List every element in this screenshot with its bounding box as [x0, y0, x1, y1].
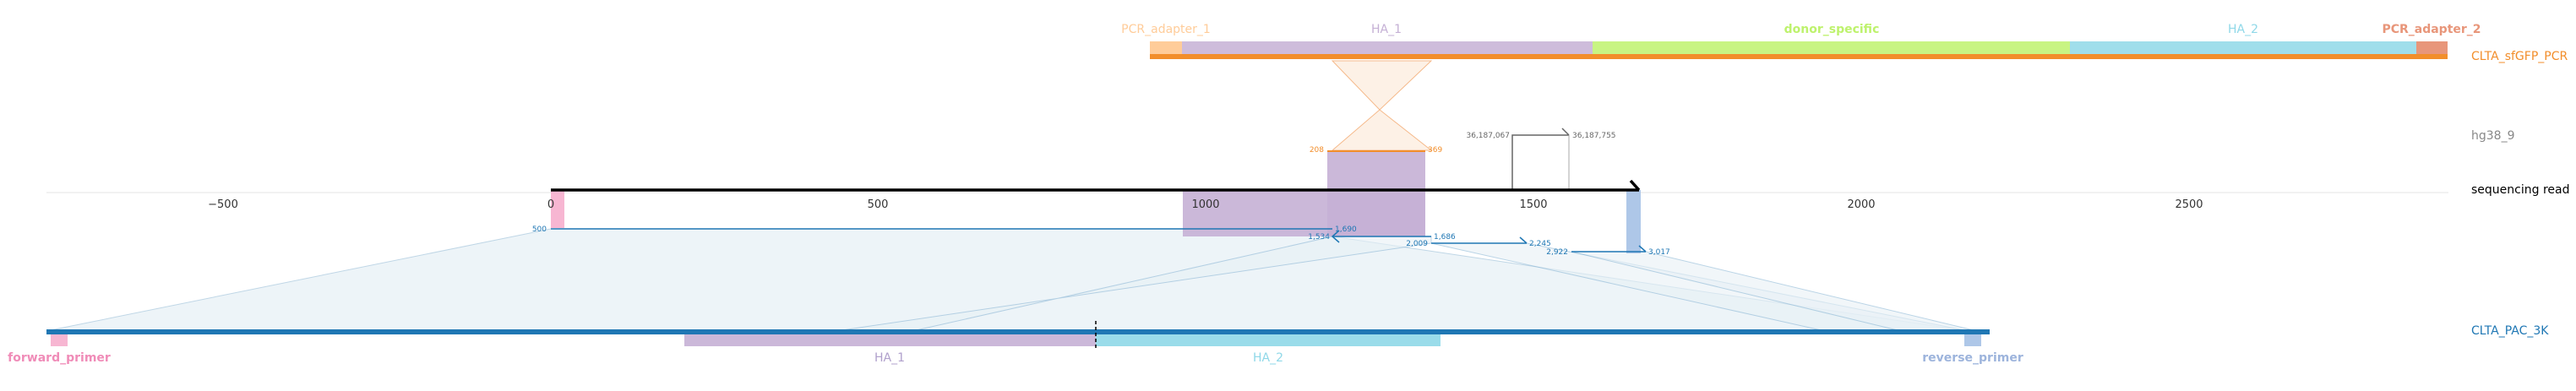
- alignment-connectors: [46, 60, 1978, 332]
- top-start-label: 208: [1310, 146, 1324, 155]
- read-segment-3-arrow: [1519, 236, 1528, 244]
- bottom-feature-ha-2: [1096, 334, 1440, 346]
- top-track-bar: [1150, 54, 2448, 59]
- axis-ticks: −500 0 500 1000 1500 2000 2500: [208, 198, 2203, 211]
- reference-sequence-arrow: [1629, 179, 1641, 192]
- bottom-feature-ha-1-label: HA_1: [874, 351, 905, 365]
- read-segments: 500 1,690 1,534 1,686 2,009 2,245 2,922 …: [532, 225, 1670, 257]
- read3-end-label: 2,245: [1529, 240, 1551, 248]
- top-feature-ha-1: [1182, 41, 1593, 55]
- reference-track-label: sequencing read: [2471, 183, 2569, 197]
- read3-start-label: 2,009: [1406, 240, 1428, 248]
- middle-track: 208 369 36,187,067 36,187,755 hg38_9: [1310, 128, 2514, 236]
- axis-tick-label: 0: [547, 198, 554, 211]
- bottom-feature-forward-primer: [51, 334, 68, 346]
- top-end-label: 369: [1428, 146, 1442, 155]
- top-feature-ha-2-label: HA_2: [2228, 23, 2258, 36]
- top-feature-ha-2: [2070, 41, 2416, 55]
- hg-right-label: 36,187,755: [1572, 132, 1616, 140]
- read2-start-label: 1,534: [1308, 233, 1330, 242]
- reference-reverse-primer-highlight: [1626, 190, 1641, 253]
- bottom-track-bar: [46, 329, 1990, 334]
- read1-end-label: 1,690: [1335, 225, 1357, 234]
- bottom-feature-reverse-primer: [1964, 334, 1981, 346]
- bottom-track-label: CLTA_PAC_3K: [2471, 324, 2549, 338]
- axis-tick-label: 2000: [1847, 198, 1875, 211]
- top-feature-pcr-adapter-2: [2416, 41, 2448, 55]
- reference-forward-primer-highlight: [551, 190, 564, 228]
- hg-arrow: [1561, 128, 1570, 136]
- top-track-label: CLTA_sfGFP_PCR: [2471, 50, 2568, 63]
- hg-segment: [1511, 134, 1569, 190]
- top-feature-donor-specific: [1593, 41, 2070, 55]
- bottom-feature-reverse-primer-label: reverse_primer: [1922, 351, 2023, 365]
- top-feature-pcr-adapter-2-label: PCR_adapter_2: [2382, 23, 2481, 36]
- read2-end-label: 1,686: [1434, 233, 1456, 242]
- axis-tick-label: 1000: [1191, 198, 1219, 211]
- top-feature-ha-1-label: HA_1: [1371, 23, 1402, 36]
- read4-end-label: 3,017: [1648, 248, 1670, 257]
- axis-tick-label: 1500: [1519, 198, 1547, 211]
- bottom-feature-forward-primer-label: forward_primer: [8, 351, 111, 365]
- read1-start-label: 500: [532, 225, 547, 234]
- axis-tick-label: 2500: [2175, 198, 2203, 211]
- top-feature-pcr-adapter-1-label: PCR_adapter_1: [1121, 23, 1211, 36]
- read4-start-label: 2,922: [1546, 248, 1568, 257]
- top-feature-donor-specific-label: donor_specific: [1784, 23, 1880, 36]
- bottom-feature-ha-1: [684, 334, 1096, 346]
- middle-track-label: hg38_9: [2471, 129, 2514, 143]
- hg-left-label: 36,187,067: [1466, 132, 1510, 140]
- bottom-track: CLTA_PAC_3K forward_primer HA_1 HA_2 rev…: [8, 321, 2549, 365]
- connector-top-to-middle: [1331, 60, 1433, 151]
- top-track: PCR_adapter_1 HA_1 donor_specific HA_2 P…: [1121, 23, 2568, 63]
- bottom-feature-ha-2-label: HA_2: [1253, 351, 1283, 365]
- read-segment-2-arrow: [1331, 230, 1340, 243]
- axis-tick-label: 500: [868, 198, 889, 211]
- top-feature-pcr-adapter-1: [1150, 41, 1182, 55]
- axis-tick-label: −500: [208, 198, 238, 211]
- read-segment-4-arrow: [1638, 245, 1647, 253]
